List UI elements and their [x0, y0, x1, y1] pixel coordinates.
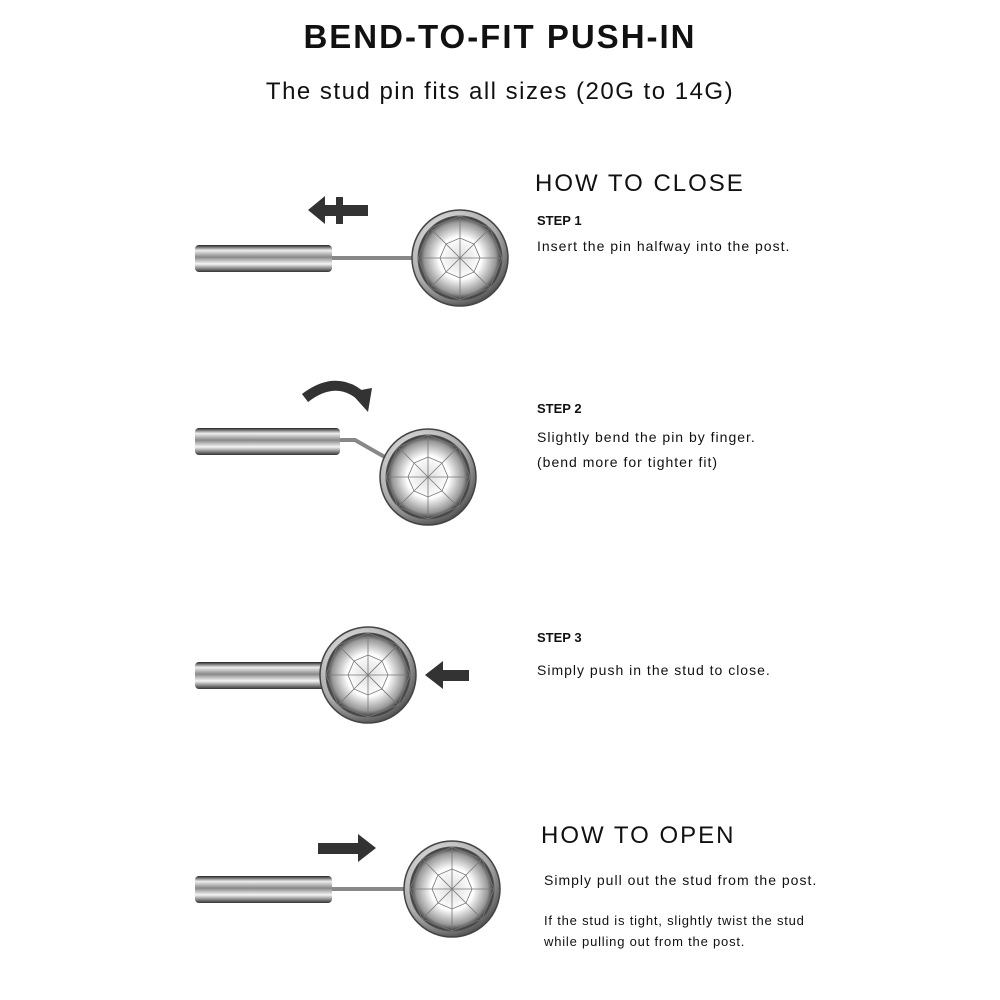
- open-text-2: If the stud is tight, slightly twist the…: [544, 913, 805, 928]
- page-title: BEND-TO-FIT PUSH-IN: [303, 18, 697, 55]
- step3-illustration: [195, 626, 469, 724]
- open-text-3: while pulling out from the post.: [544, 934, 746, 949]
- gem-icon: [411, 209, 509, 307]
- step1-text: Insert the pin halfway into the post.: [537, 238, 791, 254]
- curved-arrow-icon: [301, 380, 372, 412]
- gem-icon: [319, 626, 417, 724]
- how-to-close-heading: HOW TO CLOSE: [535, 170, 745, 197]
- gem-icon: [403, 840, 501, 938]
- gem-icon: [379, 428, 477, 526]
- step2-illustration: [195, 380, 477, 526]
- how-to-open-heading: HOW TO OPEN: [541, 822, 736, 849]
- step2-label: STEP 2: [537, 401, 582, 416]
- open-text-1: Simply pull out the stud from the post.: [544, 872, 818, 888]
- step2-text-2: (bend more for tighter fit): [537, 454, 719, 470]
- arrow-left-icon: [425, 661, 469, 689]
- step2-text-1: Slightly bend the pin by finger.: [537, 429, 756, 445]
- open-illustration: [195, 834, 501, 938]
- step1-label: STEP 1: [537, 213, 582, 228]
- step1-illustration: [195, 196, 509, 307]
- arrow-left-icon: [308, 196, 368, 224]
- arrow-right-icon: [318, 834, 376, 862]
- step3-label: STEP 3: [537, 630, 582, 645]
- step3-text: Simply push in the stud to close.: [537, 662, 771, 678]
- subtitle: The stud pin fits all sizes (20G to 14G): [265, 78, 735, 105]
